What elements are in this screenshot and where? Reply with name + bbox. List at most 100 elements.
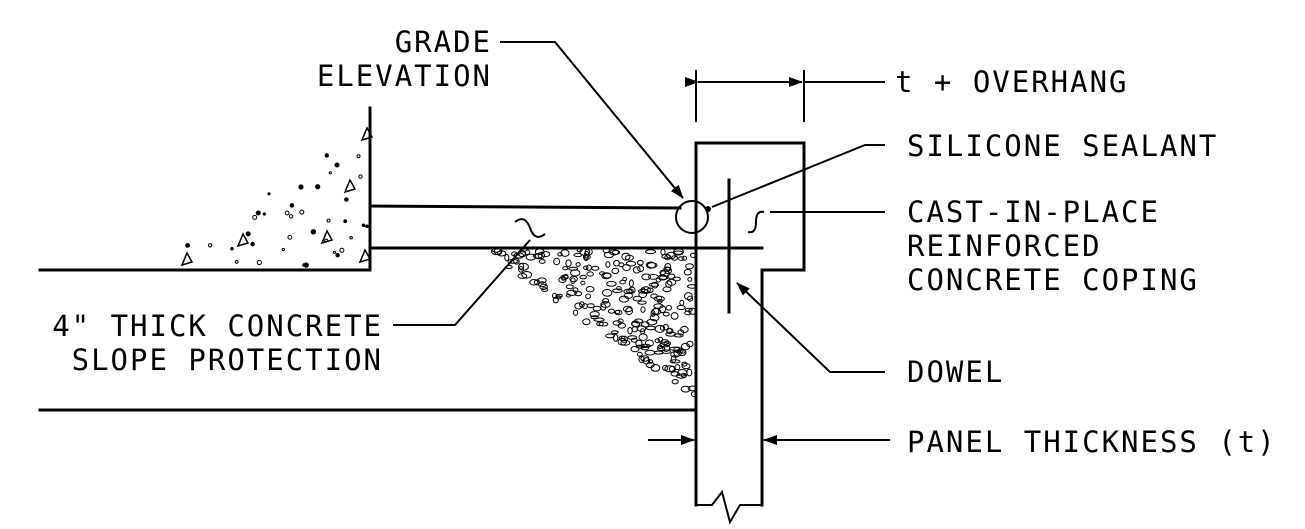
- gravel-stone: [640, 306, 646, 313]
- gravel-stone: [635, 344, 645, 349]
- gravel-stone: [665, 305, 672, 311]
- sealant-dot: [705, 206, 711, 212]
- gravel-stone: [687, 295, 694, 302]
- gravel-stone: [648, 359, 654, 364]
- gravel-stone: [632, 295, 642, 302]
- gravel-stone: [646, 262, 658, 269]
- gravel-stone: [650, 310, 656, 317]
- gravel-stone: [592, 305, 602, 312]
- soil-grain: [281, 247, 285, 252]
- gravel-stone: [638, 291, 648, 298]
- gravel-stone: [664, 254, 671, 261]
- gravel-stone: [644, 339, 654, 347]
- soil-grain: [234, 260, 239, 264]
- sealant-joint: [675, 200, 709, 234]
- gravel-stone: [606, 280, 617, 287]
- gravel-stone: [529, 279, 539, 286]
- aggregate-chip: [236, 232, 250, 248]
- gravel-stone: [625, 307, 633, 316]
- soil-grain: [344, 197, 349, 202]
- gravel-stone: [631, 320, 640, 328]
- gravel-stone: [574, 302, 583, 310]
- gravel-stone: [627, 327, 633, 335]
- gravel-stone: [681, 361, 688, 367]
- soil-grain: [185, 243, 191, 248]
- soil-grain: [298, 184, 304, 190]
- gravel-stone: [676, 305, 686, 310]
- gravel-stone: [583, 255, 589, 262]
- aggregate-chip: [358, 248, 372, 264]
- gravel-stone: [582, 254, 591, 260]
- gravel-stone: [637, 300, 647, 305]
- grade-label-line1: GRADE: [395, 25, 492, 59]
- gravel-stone: [646, 318, 658, 326]
- soil-grain: [343, 219, 348, 224]
- gravel-stone: [598, 321, 609, 327]
- soil-grain: [267, 192, 271, 196]
- gravel-stone: [670, 355, 677, 363]
- gravel-stone: [541, 287, 549, 293]
- gravel-stone: [558, 276, 567, 283]
- soil-grain: [289, 203, 295, 208]
- gravel-stone: [680, 385, 691, 393]
- gravel-stone: [662, 323, 669, 331]
- gravel-stone: [617, 318, 624, 324]
- gravel-stone: [557, 252, 563, 257]
- gravel-stone: [579, 301, 585, 308]
- gravel-stone: [670, 255, 679, 261]
- gravel-stone: [657, 344, 663, 350]
- gravel-stone: [667, 273, 676, 280]
- gravel-stone: [636, 351, 643, 357]
- gravel-stone: [645, 325, 657, 331]
- soil-grain: [303, 262, 309, 268]
- soil-grain: [284, 210, 290, 216]
- gravel-stone: [648, 274, 659, 280]
- leader-lines: [393, 41, 885, 373]
- gravel-stone: [582, 318, 591, 326]
- gravel-stone: [552, 292, 558, 299]
- gravel-stone: [659, 269, 667, 276]
- coping-label-line1: CAST-IN-PLACE: [907, 195, 1160, 229]
- soil-grain: [324, 153, 329, 158]
- gravel-stone: [583, 265, 589, 270]
- gravel-stone: [648, 282, 660, 287]
- gravel-stone: [677, 348, 687, 357]
- gravel-stone: [671, 379, 679, 385]
- gravel-stone: [585, 293, 591, 300]
- gravel-stone: [611, 267, 620, 275]
- gravel-stone: [681, 255, 687, 261]
- gravel-stone: [662, 286, 672, 293]
- gravel-stone: [574, 291, 583, 297]
- gravel-stone: [683, 268, 692, 276]
- aggregate-chip: [320, 229, 334, 245]
- gravel-stone: [580, 280, 586, 285]
- gravel-stone: [681, 373, 687, 378]
- gravel-stone: [641, 273, 652, 281]
- gravel-stone: [565, 284, 574, 290]
- soil-grain: [328, 171, 332, 175]
- gravel-stone: [513, 258, 520, 265]
- soil-grain: [356, 154, 361, 159]
- gravel-stone: [586, 271, 594, 277]
- slope-marker: [514, 218, 546, 238]
- gravel-stone: [631, 326, 638, 333]
- gravel-stone: [653, 303, 664, 309]
- gravel-stone: [673, 250, 684, 256]
- gravel-stone: [673, 333, 684, 338]
- gravel-stone: [611, 249, 621, 255]
- gravel-stone: [575, 262, 581, 267]
- gravel-stone: [593, 317, 605, 322]
- overhang-label: t + OVERHANG: [895, 65, 1129, 99]
- gravel-stone: [566, 289, 578, 296]
- soil-grain: [332, 250, 336, 254]
- coping-label-line2: REINFORCED: [907, 229, 1102, 263]
- gravel-stone: [553, 257, 561, 266]
- overhang-dimension: [685, 70, 885, 122]
- gravel-stone: [677, 329, 685, 336]
- gravel-stone: [679, 299, 685, 306]
- gravel-stone: [573, 252, 583, 258]
- gravel-stone: [562, 266, 569, 271]
- gravel-stone: [537, 251, 545, 260]
- gravel-stone: [525, 253, 537, 261]
